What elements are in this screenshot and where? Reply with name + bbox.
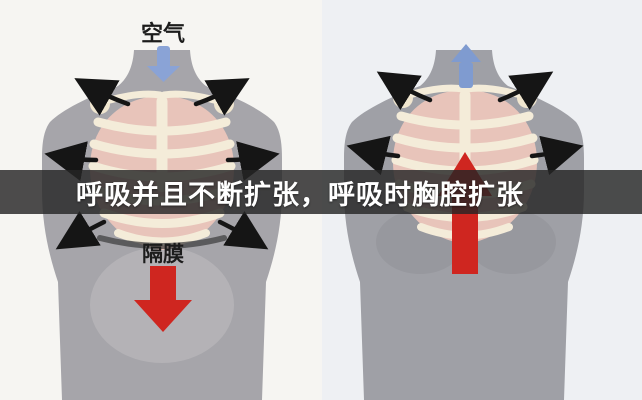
right-expansion-arrows bbox=[346, 71, 584, 176]
air-up-arrow-icon bbox=[451, 44, 481, 88]
air-label: 空气 bbox=[140, 22, 185, 47]
expansion-arrow-icon bbox=[346, 135, 401, 176]
diaphragm-line bbox=[97, 235, 227, 249]
expansion-arrow-icon bbox=[74, 78, 131, 116]
diaphragm-label: 隔膜 bbox=[142, 242, 184, 266]
expansion-arrow-icon bbox=[225, 141, 280, 182]
diaphragm-down-arrow-icon bbox=[134, 266, 192, 332]
expansion-arrow-icon bbox=[193, 78, 250, 116]
expansion-arrow-icon bbox=[55, 210, 107, 250]
caption-text: 呼吸并且不断扩张，呼吸时胸腔扩张 bbox=[76, 179, 524, 211]
expansion-arrow-icon bbox=[497, 71, 554, 111]
air-down-arrow-icon bbox=[147, 46, 180, 82]
expansion-arrow-icon bbox=[376, 71, 433, 111]
expansion-arrow-icon bbox=[44, 141, 99, 182]
left-expansion-arrows bbox=[44, 78, 280, 250]
caption-banner: 呼吸并且不断扩张，呼吸时胸腔扩张 bbox=[0, 170, 642, 214]
expansion-arrow-icon bbox=[217, 210, 269, 250]
expansion-arrow-icon bbox=[529, 135, 584, 176]
